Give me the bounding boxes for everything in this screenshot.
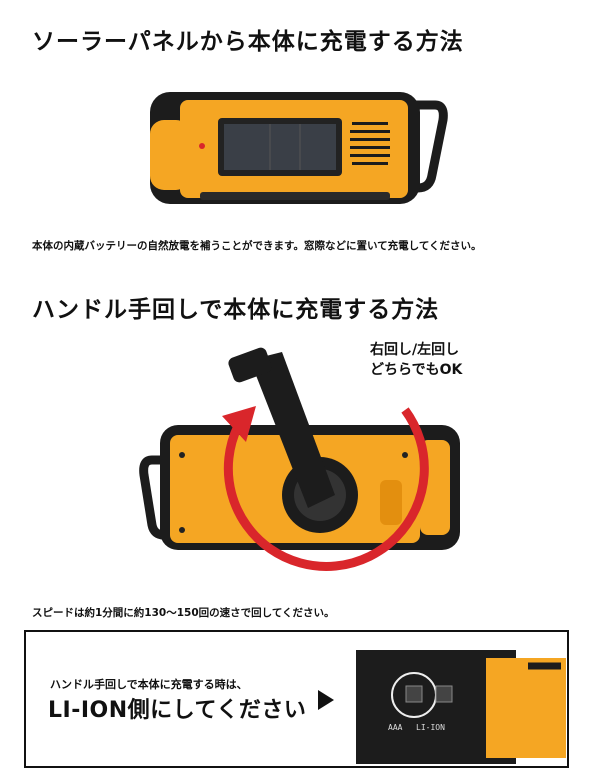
switch-label-aaa: AAA: [388, 723, 403, 732]
switch-label-li-ion: LI-ION: [416, 723, 445, 732]
notice-line1: ハンドル手回しで本体に充電する時は、: [50, 678, 248, 691]
caption-solar: 本体の内蔵バッテリーの自然放電を補うことができます。窓際などに置いて充電してくだ…: [32, 240, 482, 252]
section-title-solar: ソーラーパネルから本体に充電する方法: [32, 29, 464, 55]
section-title-hand-crank: ハンドル手回しで本体に充電する方法: [32, 297, 440, 323]
caption-hand-crank: スピードは約1分間に約130〜150回の速さで回してください。: [32, 607, 335, 619]
rotation-note-line1: 右回し/左回し: [370, 342, 460, 358]
solar-panel-device-image: [140, 80, 460, 220]
hand-crank-device-image: [130, 340, 470, 580]
li-ion-notice-box: ハンドル手回しで本体に充電する時は、 LI-ION側にしてください AAA LI…: [24, 630, 569, 768]
notice-line2: LI-ION側にしてください: [48, 698, 307, 723]
rotation-note-line2: どちらでもOK: [370, 362, 463, 378]
rotation-note: 右回し/左回し どちらでもOK: [370, 340, 462, 380]
battery-switch-image: AAA LI-ION: [356, 650, 566, 764]
arrow-right-icon: [316, 688, 336, 716]
